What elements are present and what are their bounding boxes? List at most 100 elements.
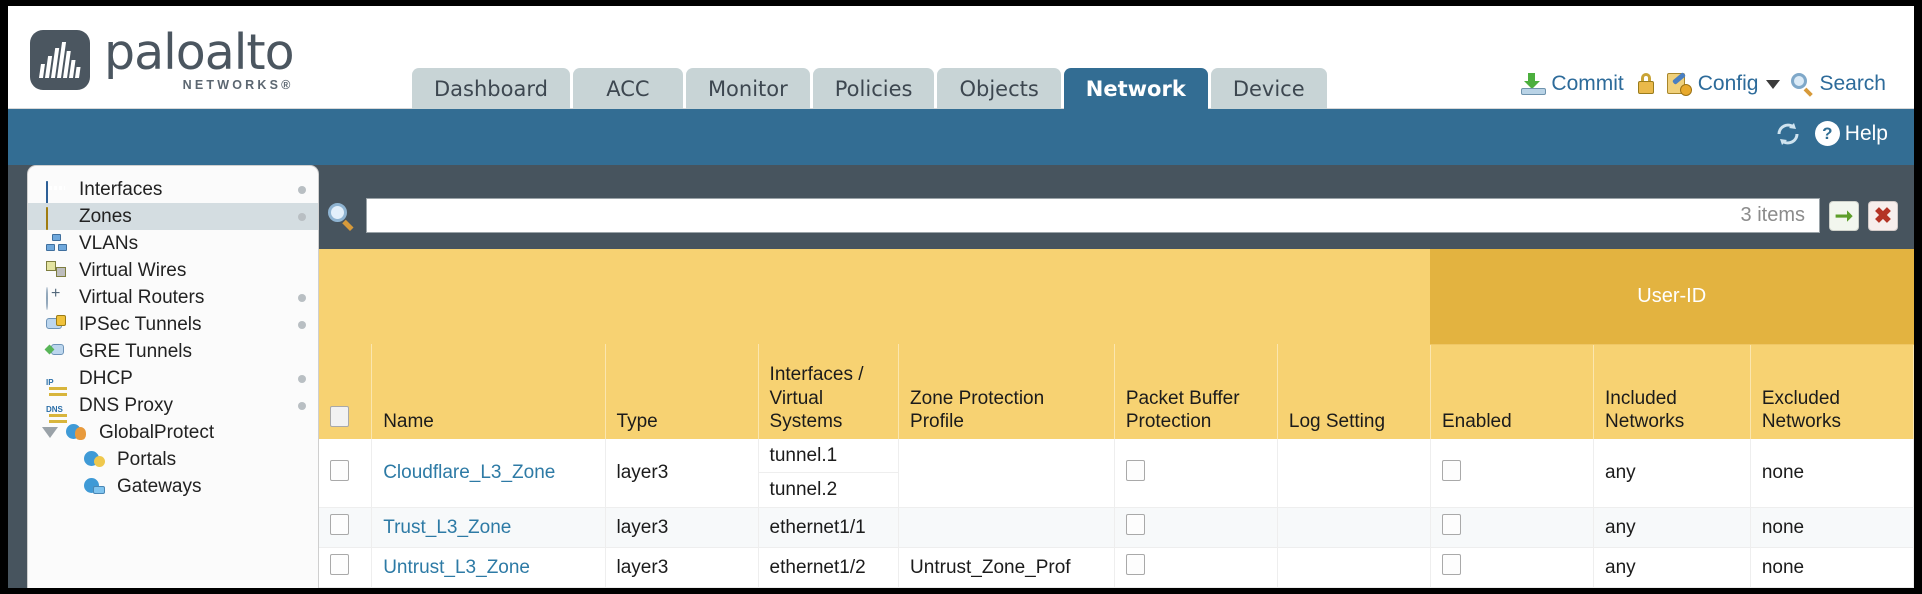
userid-enabled-checkbox[interactable] [1441,514,1461,535]
zone-name-link[interactable]: Trust_L3_Zone [383,516,512,538]
sidebar-item-vlans[interactable]: VLANs [28,230,318,257]
sidebar-item-dns-proxy[interactable]: DNS DNS Proxy [28,392,318,419]
column-header-interfaces[interactable]: Interfaces / Virtual Systems [758,344,900,439]
cell-included-networks: any [1593,547,1751,588]
sidebar-item-dhcp[interactable]: IP DHCP [28,365,318,392]
sidebar-item-label: GRE Tunnels [79,340,192,362]
row-checkbox[interactable] [330,514,349,535]
sidebar-item-virtual-routers[interactable]: Virtual Routers [28,284,318,311]
tab-acc[interactable]: ACC [572,68,683,110]
magnifier-icon [1791,72,1814,97]
tab-policies[interactable]: Policies [812,68,935,110]
sub-header-band: ? Help [8,109,1914,165]
config-wrench-icon [1666,72,1693,96]
dhcp-icon: IP [46,377,54,387]
filter-input-wrapper[interactable]: 3 items [366,198,1820,233]
packet-buffer-protection-checkbox[interactable] [1125,514,1145,535]
status-dot [298,375,306,383]
search-magnifier-icon[interactable] [327,202,355,231]
paloalto-firewall-app: paloalto NETWORKS® Dashboard ACC Monitor… [8,6,1914,588]
config-menu[interactable]: Config [1666,72,1781,96]
column-header-name[interactable]: Name [371,344,606,439]
cell-type: layer3 [605,507,759,548]
column-header-excluded-networks[interactable]: Excluded Networks [1750,344,1914,439]
sidebar-item-virtual-wires[interactable]: Virtual Wires [28,257,318,284]
sidebar-item-globalprotect[interactable]: GlobalProtect [28,419,318,446]
sidebar-item-zones[interactable]: Zones [28,203,318,230]
sidebar-item-label: VLANs [79,232,139,254]
table-row[interactable]: Untrust_L3_Zone layer3 ethernet1/2 Untru… [319,547,1914,588]
commit-download-icon [1521,73,1547,95]
interface-entry: tunnel.2 [769,479,838,500]
padlock-icon[interactable] [1635,73,1656,95]
cell-log-setting [1277,547,1431,588]
tab-monitor[interactable]: Monitor [685,68,810,110]
sidebar-item-label: Portals [117,448,177,470]
sidebar-item-interfaces[interactable]: Interfaces [28,176,318,204]
sidebar-item-label: Gateways [117,475,202,497]
cell-log-setting [1277,439,1431,508]
sidebar-item-portals[interactable]: Portals [28,446,318,473]
table-group-header-row: User-ID [319,249,1914,345]
userid-enabled-checkbox[interactable] [1441,459,1461,481]
userid-enabled-checkbox[interactable] [1441,554,1461,575]
gre-tunnels-icon [44,342,70,362]
column-header-zone-protection-profile[interactable]: Zone Protection Profile [898,344,1115,439]
cell-log-setting [1277,507,1431,548]
portals-icon [84,450,108,470]
filter-bar: 3 items ➞ ✖ [319,197,1898,234]
cell-zone-protection-profile [898,507,1115,548]
zone-name-link[interactable]: Untrust_L3_Zone [383,556,531,578]
column-header-type[interactable]: Type [605,344,759,439]
cell-included-networks: any [1593,439,1751,508]
tab-device[interactable]: Device [1210,68,1327,110]
row-checkbox[interactable] [330,459,349,481]
ipsec-tunnels-icon [46,314,70,335]
cell-zone-protection-profile [898,439,1115,508]
clear-filter-button[interactable]: ✖ [1868,200,1898,231]
sidebar-item-gre-tunnels[interactable]: GRE Tunnels [28,338,318,365]
column-header-enabled[interactable]: Enabled [1430,344,1595,439]
cell-userid-enabled [1430,439,1595,508]
column-header-packet-buffer-protection[interactable]: Packet Buffer Protection [1114,344,1278,439]
refresh-icon[interactable] [1775,122,1801,146]
zones-table: User-ID Name Type Interfaces / Virtual S… [319,249,1914,588]
cell-packet-buffer-protection [1114,547,1278,588]
status-dot [298,213,306,221]
table-row[interactable]: Trust_L3_Zone layer3 ethernet1/1 [319,507,1914,548]
tab-dashboard[interactable]: Dashboard [412,68,570,110]
search-button[interactable]: Search [1791,72,1886,97]
vlans-icon [46,233,70,254]
column-header-log-setting[interactable]: Log Setting [1277,344,1431,439]
search-input[interactable] [377,203,1741,228]
tab-objects[interactable]: Objects [937,68,1061,110]
collapse-triangle-icon[interactable] [42,427,58,438]
row-select-cell [319,547,373,588]
packet-buffer-protection-checkbox[interactable] [1125,459,1145,481]
row-select-cell [319,507,373,548]
sidebar-item-ipsec-tunnels[interactable]: IPSec Tunnels [28,311,318,338]
status-dot [298,321,306,329]
header-toolbar: Commit Config Search [1521,72,1886,97]
help-button[interactable]: ? Help [1814,121,1888,146]
commit-button[interactable]: Commit [1521,72,1624,96]
search-label: Search [1819,72,1886,95]
sidebar-item-gateways[interactable]: Gateways [28,473,318,500]
help-question-icon: ? [1814,121,1840,146]
column-header-included-networks[interactable]: Included Networks [1593,344,1751,439]
zones-icon [46,206,70,230]
top-header: paloalto NETWORKS® Dashboard ACC Monitor… [8,6,1914,110]
row-checkbox[interactable] [330,554,349,575]
cell-interfaces: ethernet1/2 [758,547,900,588]
cell-type: layer3 [605,547,759,588]
apply-filter-button[interactable]: ➞ [1829,200,1859,231]
zone-name-link[interactable]: Cloudflare_L3_Zone [383,462,556,483]
sidebar-item-label: Zones [79,205,132,227]
sidebar-item-label: IPSec Tunnels [79,313,202,335]
content-area: Interfaces Zones VLANs Virtual Wires Vir… [8,165,1914,588]
select-all-checkbox[interactable] [330,405,349,427]
packet-buffer-protection-checkbox[interactable] [1125,554,1145,575]
cell-name: Cloudflare_L3_Zone [371,439,606,508]
tab-network[interactable]: Network [1063,68,1208,110]
status-dot [298,186,306,194]
